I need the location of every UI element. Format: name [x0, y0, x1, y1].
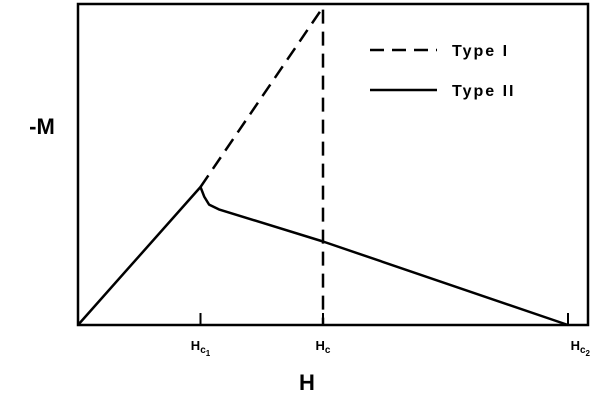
- x-axis-label: H: [299, 370, 315, 394]
- legend: Type I Type II: [370, 43, 516, 100]
- x-tick-labels: Hc1 Hc Hc2: [191, 338, 591, 358]
- series-line-1: [199, 5, 325, 325]
- legend-label: Type I: [452, 43, 509, 60]
- legend-label: Type II: [452, 83, 516, 100]
- x-tick-marks: [199, 313, 569, 325]
- series-lines: [77, 5, 569, 327]
- x-tick-label: Hc2: [571, 338, 591, 358]
- plot-frame: [76, 2, 590, 327]
- series-line-2: [77, 185, 569, 327]
- y-axis-label: -M: [29, 114, 55, 139]
- x-tick-label: Hc: [316, 338, 331, 356]
- x-tick-label: Hc1: [191, 338, 211, 358]
